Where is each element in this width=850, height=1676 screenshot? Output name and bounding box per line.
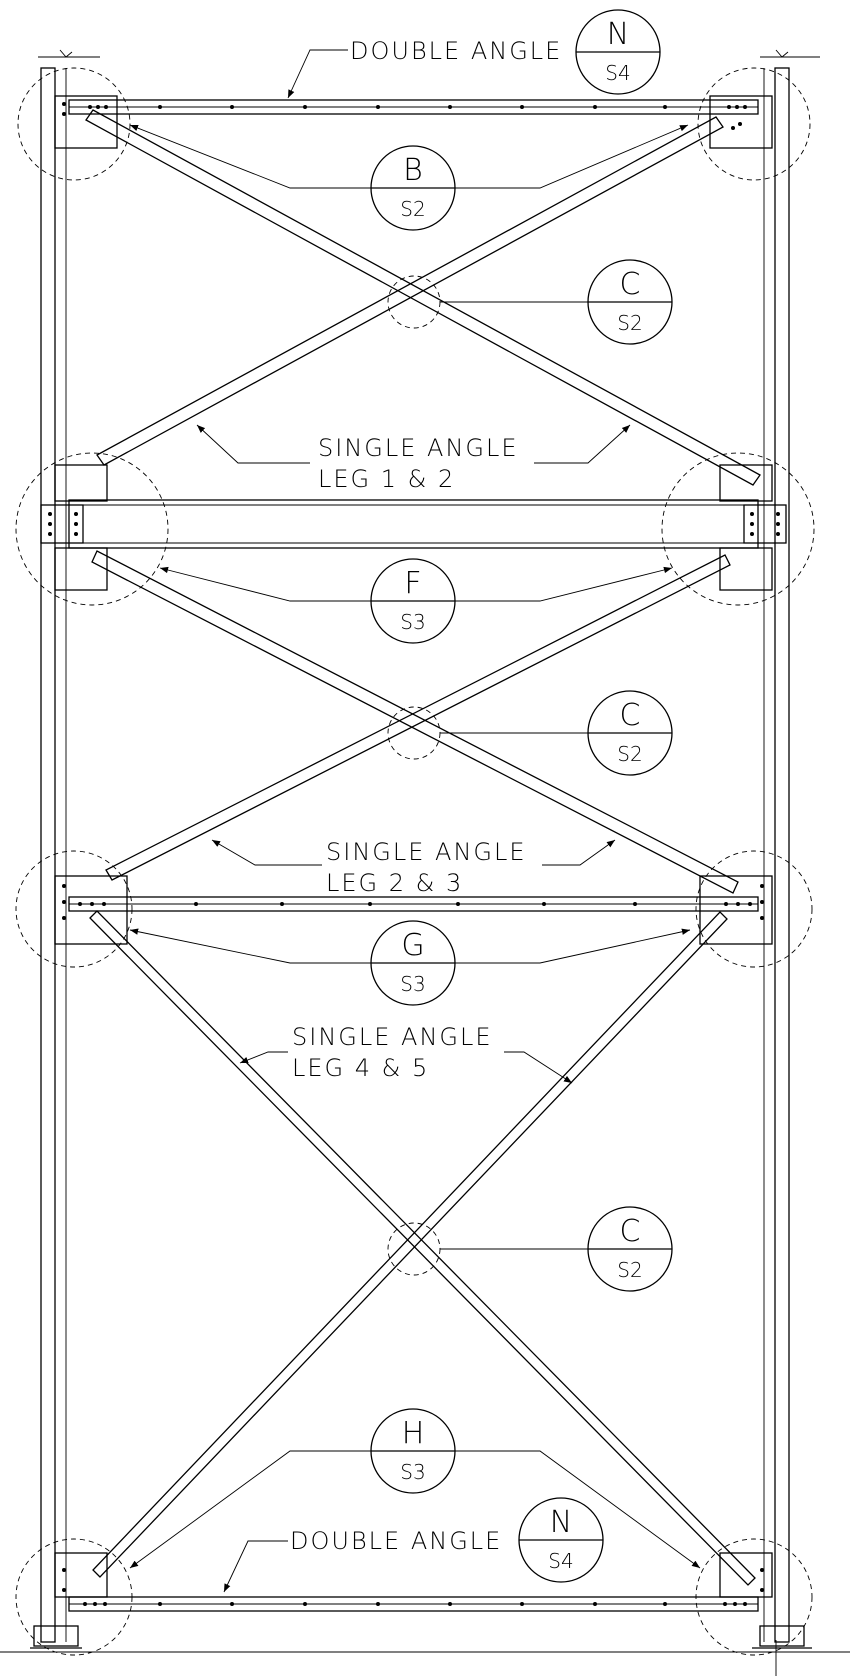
gusset-plates [40, 95, 787, 1598]
single-angle-3-line2: LEG 4 & 5 [292, 1054, 429, 1082]
bubble-c2-sheet: S2 [617, 742, 642, 766]
lower-bracing [89, 910, 756, 1586]
double-angle-bottom-label: DOUBLE ANGLE [290, 1527, 502, 1555]
bottom-double-angle-member [68, 1596, 759, 1612]
single-angle-1-line1: SINGLE ANGLE [318, 434, 519, 462]
bubble-b-detail: B [403, 153, 423, 188]
bubble-c1-sheet: S2 [617, 311, 642, 335]
single-angle-2-line2: LEG 2 & 3 [326, 869, 463, 897]
bubble-g-sheet: S3 [400, 972, 425, 996]
middle-horizontal-member [68, 896, 759, 912]
double-angle-top-label: DOUBLE ANGLE [350, 37, 562, 65]
detail-bubble-h: H S3 [370, 1408, 456, 1494]
leader-lines [129, 49, 701, 1593]
bubble-n-top-sheet: S4 [605, 61, 630, 85]
bubble-g-detail: G [401, 928, 424, 963]
detail-bubble-n-bottom: N S4 [518, 1497, 604, 1583]
detail-bubble-c2: C S2 [587, 690, 673, 776]
detail-bubble-f: F S3 [370, 558, 456, 644]
bubble-c3-sheet: S2 [617, 1258, 642, 1282]
bubble-c1-detail: C [620, 267, 641, 302]
single-angle-2-line1: SINGLE ANGLE [326, 838, 527, 866]
single-angle-3-line1: SINGLE ANGLE [292, 1023, 493, 1051]
top-double-angle-member [68, 99, 759, 115]
bubble-h-detail: H [402, 1416, 425, 1451]
base-plates [0, 1625, 850, 1676]
detail-bubble-c1: C S2 [587, 259, 673, 345]
bubble-b-sheet: S2 [400, 197, 425, 221]
bubble-h-sheet: S3 [400, 1460, 425, 1484]
bubble-c2-detail: C [620, 698, 641, 733]
bubble-f-sheet: S3 [400, 610, 425, 634]
detail-bubble-g: G S3 [370, 920, 456, 1006]
left-column [38, 49, 100, 1643]
upper-bracing [85, 109, 761, 486]
bubble-n-bottom-detail: N [550, 1505, 572, 1540]
bubble-c3-detail: C [620, 1214, 641, 1249]
detail-bubble-c3: C S2 [587, 1206, 673, 1292]
bubble-n-bottom-sheet: S4 [548, 1549, 573, 1573]
gusset-bolts [48, 102, 780, 1606]
right-column [760, 49, 820, 1643]
member-labels: DOUBLE ANGLE SINGLE ANGLE LEG 1 & 2 SING… [290, 37, 562, 1555]
middle-bracing [91, 550, 739, 894]
bubble-n-top-detail: N [607, 17, 629, 52]
upper-strut-member [68, 499, 759, 549]
bubble-f-detail: F [404, 566, 421, 601]
detail-bubble-b: B S2 [370, 145, 456, 231]
detail-bubble-n-top: N S4 [575, 9, 661, 95]
single-angle-1-line2: LEG 1 & 2 [318, 465, 455, 493]
